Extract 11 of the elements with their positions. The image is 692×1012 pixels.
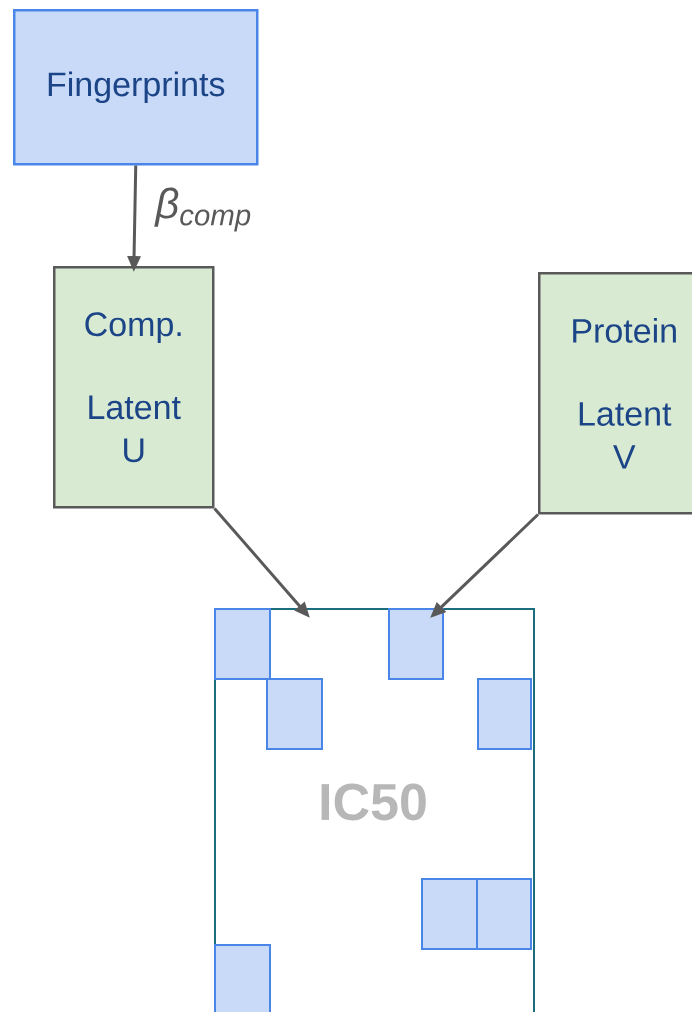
- matrix-cell: [214, 944, 271, 1012]
- latent-box: Comp. Latent U: [53, 266, 215, 509]
- matrix-cell: [477, 678, 532, 750]
- matrix-cell: [421, 878, 478, 950]
- matrix-cell: [214, 608, 271, 680]
- input-box: Fingerprints: [13, 9, 259, 166]
- matrix-cell: [266, 678, 323, 750]
- edge-label: β$_{comp}$: [154, 187, 251, 232]
- latent-box: Protein Latent V: [538, 272, 692, 515]
- matrix-cell: [388, 608, 444, 680]
- matrix-cell: [476, 878, 532, 950]
